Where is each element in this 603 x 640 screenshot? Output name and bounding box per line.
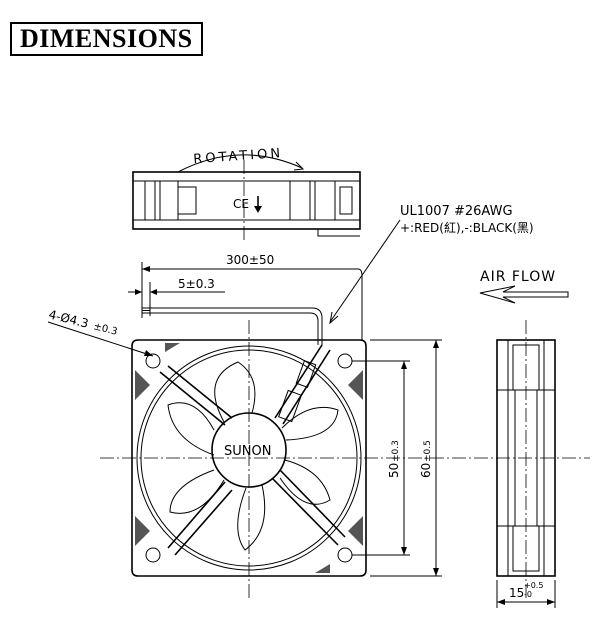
ce-mark: CE [233, 197, 249, 211]
cable-spec: UL1007 #26AWG [400, 204, 513, 219]
thickness-tol-lower: -0 [524, 590, 532, 599]
rotation-arrow-icon [177, 154, 305, 173]
thickness-tol-upper: +0.5 [524, 581, 543, 590]
hole-spec-main: 4-Ø4.3 [47, 307, 90, 330]
strip-length-text: 5±0.3 [178, 277, 215, 291]
top-view [132, 160, 361, 240]
arrow-down-icon [254, 196, 262, 213]
lead-length-dimension [141, 262, 363, 340]
air-flow-arrow-icon [479, 285, 569, 304]
frame-size-tol: ±0.5 [423, 440, 433, 462]
cable-colors: +:RED(紅),-:BLACK(黑) [400, 221, 534, 235]
hole-pitch-tol: ±0.3 [391, 440, 401, 462]
rotation-label: ROTATION [193, 146, 284, 167]
brand-label: SUNON [224, 444, 271, 459]
thickness-text: 15 [509, 586, 524, 600]
frame-size-text: 60 [419, 463, 433, 478]
hole-pitch-dimension [352, 360, 410, 556]
page-title: DIMENSIONS [10, 22, 203, 56]
air-flow-label: AIR FLOW [480, 269, 556, 285]
hole-spec-tol: ±0.3 [92, 321, 118, 338]
thickness-dimension [496, 580, 556, 608]
lead-wires [142, 307, 323, 345]
side-view [496, 320, 556, 600]
lead-length-text: 300±50 [226, 253, 274, 267]
hole-pitch-text: 50 [387, 463, 401, 478]
frame-size-dimension [370, 339, 442, 577]
